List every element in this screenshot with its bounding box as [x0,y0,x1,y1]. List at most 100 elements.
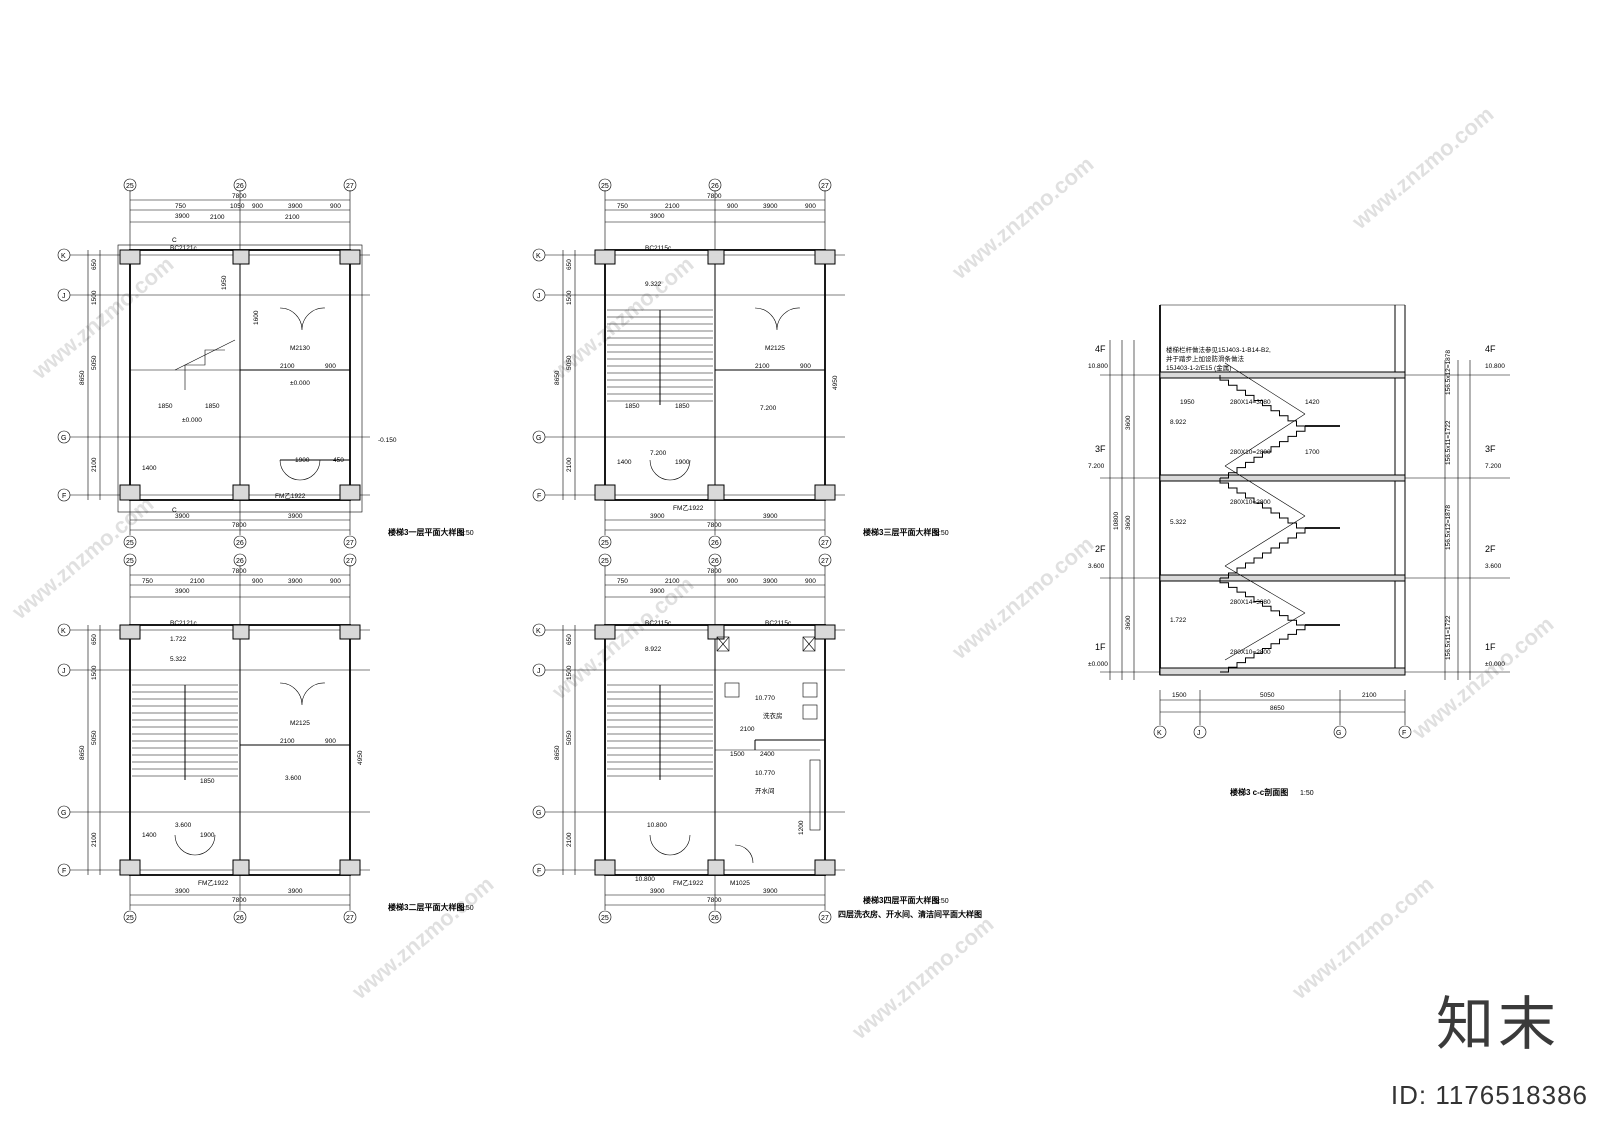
dim-text: 1850 [158,403,173,410]
dim-text: 8650 [79,370,86,385]
svg-text:8650: 8650 [79,745,86,760]
dim-text: 7800 [232,193,247,200]
svg-text:650: 650 [91,634,98,645]
dim-text: 1950 [1180,399,1195,406]
floor-label: 2F [1485,544,1496,554]
section-mark: C [172,237,177,244]
svg-text:26: 26 [236,558,244,565]
row-axis-bubbles: K J G F [57,248,71,502]
svg-text:25: 25 [601,915,609,922]
fire-door-label: FM乙1922 [673,879,704,887]
fire-door-label: FM乙1922 [673,504,704,512]
dim-text: 2100 [755,363,770,370]
flight-label: 280X10=2800 [1230,649,1271,656]
dim-text: 10800 [1113,512,1120,530]
svg-text:3900: 3900 [175,888,190,895]
dim-text: 1900 [200,832,215,839]
floor-level: ±0.000 [1088,661,1108,668]
svg-text:26: 26 [711,558,719,565]
svg-text:3900: 3900 [650,588,665,595]
dim-text: 1600 [253,310,260,325]
handrail [1224,515,1306,567]
svg-text:26: 26 [236,540,244,547]
dim-text: 750 [617,203,628,210]
plan-title: 楼梯3一层平面大样图 [388,527,464,537]
svg-text:650: 650 [566,634,573,645]
svg-text:8650: 8650 [554,370,561,385]
svg-text:27: 27 [346,540,354,547]
dim-text: 1400 [142,465,157,472]
floor-label: 3F [1485,444,1496,454]
riser-label: 156.5x12=1878 [1445,505,1452,550]
plan-fourth-floor: BC2115c BC2115c M1025 FM乙1922 10.800 10.… [532,553,982,924]
dim-text: 3900 [650,213,665,220]
plan-title: 楼梯3二层平面大样图 [388,902,464,912]
floor-level: ±0.000 [1485,661,1505,668]
watermark-text: www.znzmo.com [946,151,1098,284]
svg-text:2100: 2100 [91,832,98,847]
riser-label: 156.5x12=1878 [1445,350,1452,395]
dim-text: 900 [800,363,811,370]
level-mark: ±0.000 [182,417,202,424]
door-label: M2130 [290,345,310,352]
dim-text: 2100 [285,214,300,221]
floor-level: 3.600 [1088,563,1105,570]
plan-scale: 1:50 [460,905,474,912]
svg-text:3900: 3900 [288,578,303,585]
svg-text:G: G [536,810,541,817]
column-axis-bubbles: 25 26 27 25 26 27 [598,553,832,924]
svg-text:25: 25 [601,558,609,565]
plan-scale: 1:50 [460,530,474,537]
floor-label: 2F [1095,544,1106,554]
image-id-label: ID: 1176518386 [1390,1080,1588,1110]
level-mark: ±0.000 [290,380,310,387]
level-mark: 3.600 [285,775,302,782]
fire-door-label: FM乙1922 [275,492,306,500]
level-mark: 10.800 [647,822,667,829]
flight-label: 280X10=2800 [1230,499,1271,506]
svg-text:J: J [537,293,541,300]
dim-text: 900 [805,203,816,210]
note-text: 15J403-1-2/E15 (金属) [1166,363,1231,372]
svg-text:2100: 2100 [190,578,205,585]
column-axis-bubbles: 25 26 27 25 26 27 [598,178,832,549]
door-label: M2125 [290,720,310,727]
handrail [1224,413,1306,467]
dim-text: 1500 [91,290,98,305]
floor-slabs [1159,371,1406,676]
dim-text: 2100 [1362,692,1377,699]
dim-text: 1500 [730,751,745,758]
dim-text: 1200 [798,820,805,835]
svg-text:3900: 3900 [763,578,778,585]
dim-text: 7800 [232,522,247,529]
svg-text:27: 27 [821,558,829,565]
level-mark: 10.800 [635,876,655,883]
svg-text:27: 27 [346,183,354,190]
dim-text: 1850 [205,403,220,410]
svg-text:25: 25 [601,183,609,190]
dim-text: 5050 [91,355,98,370]
svg-text:2100: 2100 [566,457,573,472]
brand-logo: 知末 [1435,990,1560,1058]
landing-level: 5.322 [1170,519,1187,526]
stair-flight-return [1219,375,1305,427]
floor-level: 10.800 [1088,363,1108,370]
landing-level: 8.922 [1170,419,1187,426]
svg-text:F: F [537,868,541,875]
svg-text:F: F [62,493,66,500]
svg-text:J: J [537,668,541,675]
watermark-text: www.znzmo.com [1286,871,1438,1004]
note-text: 并于踏步上加设防滑条做法 [1166,354,1245,363]
svg-text:G: G [536,435,541,442]
dim-text: 3600 [1125,615,1132,630]
row-axis-bubbles: K J G F [57,623,71,877]
room-label: 洗衣房 [763,711,783,720]
stair-flight-up [1220,426,1306,479]
dim-text: 2100 [280,363,295,370]
watermark-text: www.znzmo.com [846,911,998,1044]
dim-text: 2100 [280,738,295,745]
svg-text:3900: 3900 [650,513,665,520]
floor-label: 4F [1095,344,1106,354]
section-axis-bubbles: K J G F [1153,725,1412,739]
svg-text:27: 27 [346,558,354,565]
